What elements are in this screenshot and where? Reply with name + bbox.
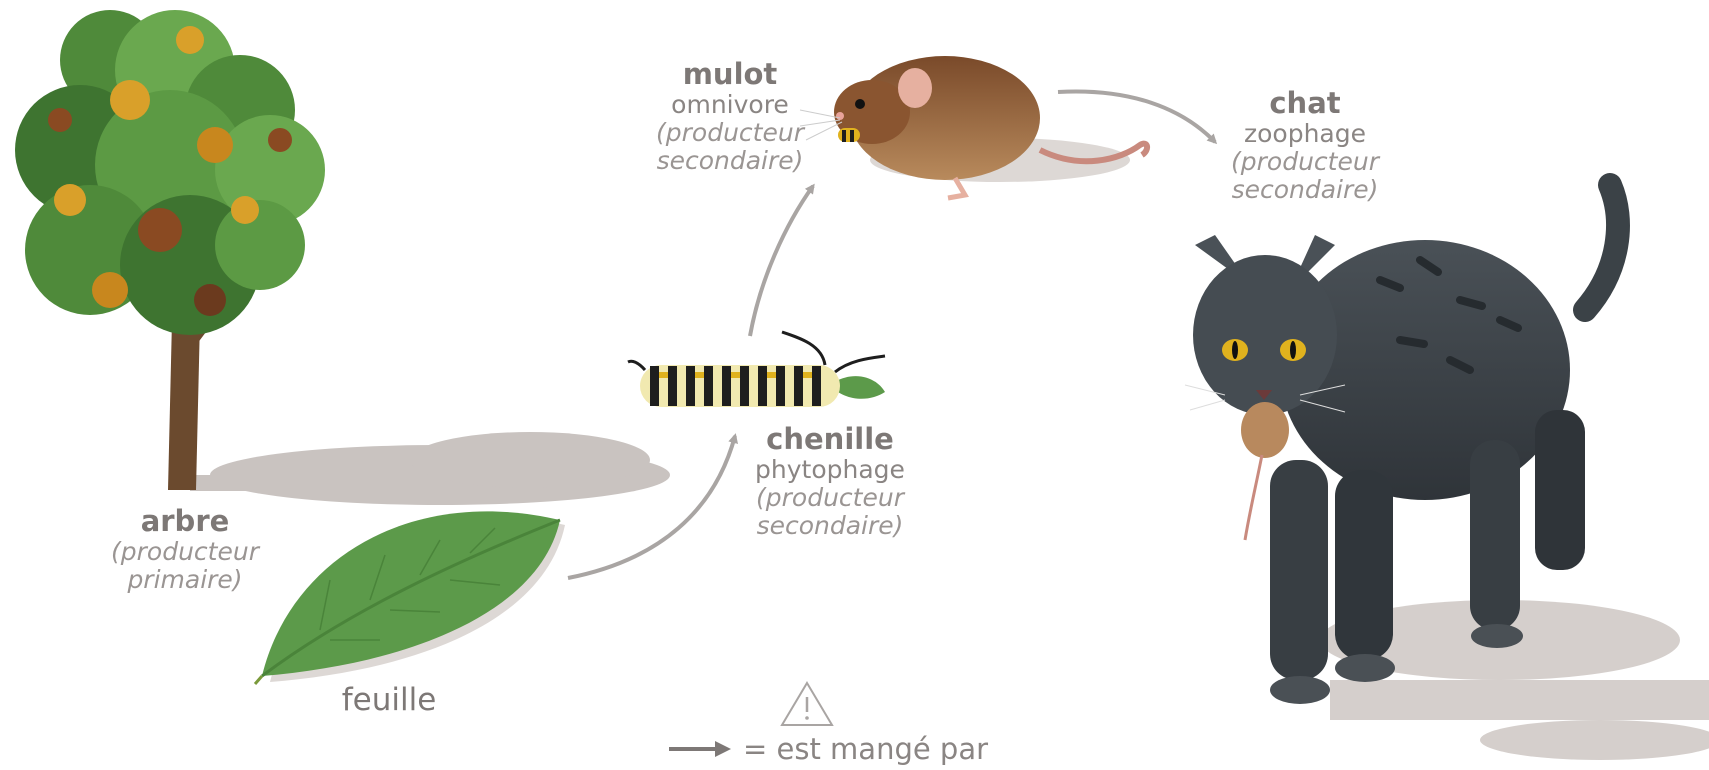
tree-canopy [15,10,325,335]
trophic-level: secondaire) [710,512,950,540]
tree-illustration [15,10,670,505]
organism-name: feuille [342,682,437,718]
organism-name: chat [1185,87,1425,120]
arrow-chenille-to-mulot [750,186,813,336]
legend-text: = est mangé par [743,732,988,766]
label-chenille: chenille phytophage (producteur secondai… [710,423,950,541]
trophic-level: (producteur [1185,148,1425,176]
trophic-level: secondaire) [1185,176,1425,204]
trophic-level: secondaire) [610,147,850,175]
tree-trunk [168,320,200,490]
organism-name: chenille [710,423,950,456]
warning-icon [779,680,835,728]
mouse-illustration [800,56,1147,198]
trophic-level: primaire) [60,566,310,594]
trophic-level: (producteur [60,538,310,566]
organism-name: mulot [610,58,850,91]
label-mulot: mulot omnivore (producteur secondaire) [610,58,850,176]
cat-illustration [1185,185,1709,760]
label-feuille: feuille [289,683,489,718]
diet-type: phytophage [710,456,950,484]
legend: = est mangé par [667,731,988,767]
caterpillar-body [640,365,840,407]
caterpillar-illustration [628,332,885,407]
organism-name: arbre [60,505,310,538]
trophic-level: (producteur [610,119,850,147]
trophic-level: (producteur [710,484,950,512]
diet-type: zoophage [1185,120,1425,148]
label-chat: chat zoophage (producteur secondaire) [1185,87,1425,205]
legend-arrow-icon [667,739,733,759]
label-arbre: arbre (producteur primaire) [60,505,310,594]
diet-type: omnivore [610,91,850,119]
